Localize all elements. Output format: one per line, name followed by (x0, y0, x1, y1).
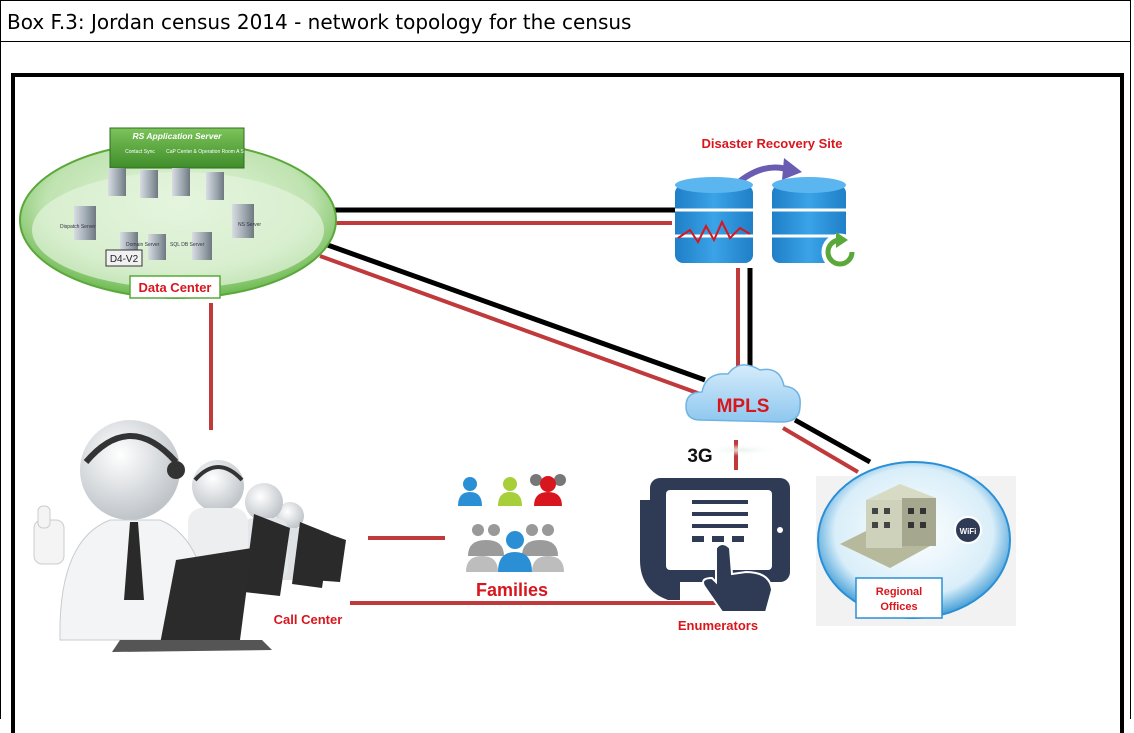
server-label-1: Dispatch Server (60, 224, 96, 230)
disaster-recovery-label: Disaster Recovery Site (702, 136, 843, 151)
database-primary-icon (675, 177, 753, 263)
hand-left-icon (640, 500, 680, 600)
mpls-label: MPLS (717, 396, 770, 417)
diagram-frame (11, 73, 1124, 733)
office-building-icon (840, 484, 936, 568)
data-center-node: RS Application Server Contact Sync CaP C… (19, 127, 337, 299)
wifi-badge: WiFi (960, 527, 977, 536)
family-crowd-icon (466, 524, 564, 572)
link-dc-mpls-red (319, 254, 704, 397)
families-label: Families (476, 580, 548, 600)
refresh-icon (825, 237, 855, 267)
data-center-label: Data Center (139, 280, 212, 295)
link-dc-mpls-black (321, 240, 706, 383)
server-label-3: SQL DB Server (170, 242, 205, 248)
mpls-cloud-node: MPLS 3G (685, 364, 801, 467)
link-mpls-ro-black (793, 417, 872, 465)
call-center-label: Call Center (274, 612, 343, 627)
wifi-badge-icon (954, 516, 982, 544)
person-green-icon (498, 477, 522, 506)
cloud-icon (685, 364, 801, 423)
database-backup-icon (772, 177, 859, 271)
box-title-bar: Box F.3: Jordan census 2014 - network to… (1, 1, 1130, 42)
enumerators-label: Enumerators (678, 618, 758, 633)
rs-app-server-sub-right: CaP Center & Operation Room A S (166, 149, 244, 155)
box-title: Box F.3: Jordan census 2014 - network to… (7, 10, 632, 34)
families-node: Families (458, 474, 566, 600)
laptop-icon (160, 548, 252, 644)
server-label-4: NS Server (238, 222, 261, 228)
enumerators-node: Enumerators (640, 478, 790, 633)
pointing-hand-icon (702, 543, 774, 613)
rs-app-server-header: RS Application Server (133, 131, 223, 141)
device-tag: D4-V2 (110, 254, 139, 265)
call-center-agent-icon-1 (33, 420, 272, 652)
disaster-recovery-node: Disaster Recovery Site (675, 136, 859, 271)
link-mpls-ro-red (781, 426, 860, 474)
regional-offices-node: WiFi Regional Offices (816, 461, 1016, 626)
server-label-2: Domain Server (126, 242, 160, 248)
call-center-node: Call Center (33, 420, 346, 652)
3g-label: 3G (687, 446, 712, 467)
rs-app-server-sub-left: Contact Sync (125, 149, 155, 155)
regional-offices-label-2: Offices (880, 601, 917, 613)
person-blue-icon (458, 477, 482, 506)
regional-offices-label-1: Regional (876, 586, 922, 598)
person-group-red-icon (530, 474, 566, 506)
